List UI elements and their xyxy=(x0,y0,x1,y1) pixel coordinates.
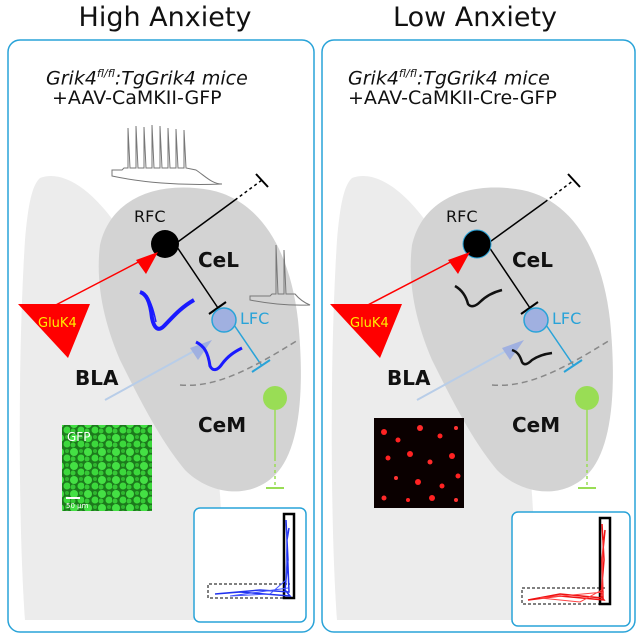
rfc-neuron xyxy=(151,230,179,258)
rfc-lfc-synapse xyxy=(208,301,227,315)
rfc-terminal xyxy=(255,173,269,188)
cell xyxy=(394,476,398,480)
lfc-terminal xyxy=(251,359,271,373)
panel-frame-left xyxy=(7,39,315,633)
cell xyxy=(439,483,445,489)
track-right-2 xyxy=(539,539,605,603)
rfc-firing-trace xyxy=(111,124,223,186)
epsc-trace-rfc xyxy=(454,284,503,308)
behavior-inset-right xyxy=(511,511,631,627)
bla-projection xyxy=(361,255,463,309)
epsc-trace-lfc xyxy=(511,348,553,366)
cell xyxy=(454,426,458,430)
panel-right: GluK4 RFC CeL LFC CeM BLA xyxy=(330,173,631,627)
bla-region xyxy=(331,175,534,620)
lfc-neuron xyxy=(523,307,549,333)
cell xyxy=(455,473,461,479)
cre-micrograph xyxy=(374,418,464,508)
cell xyxy=(437,433,443,439)
mouse-line-left-gene: Grik4 xyxy=(46,67,97,90)
bla-neuron xyxy=(18,304,90,358)
bla-rfc-synapse xyxy=(448,252,470,274)
track-left-2 xyxy=(229,529,289,597)
virus-right: +AAV-CaMKII-Cre-GFP xyxy=(348,87,557,109)
cel-label: CeL xyxy=(198,248,239,272)
gluk4-label: GluK4 xyxy=(38,316,77,331)
cem-label: CeM xyxy=(512,413,560,437)
panel-heading-high-anxiety: High Anxiety xyxy=(78,2,252,33)
rfc-label: RFC xyxy=(134,207,166,226)
epsc-trace-rfc xyxy=(139,290,196,331)
scale-bar-label: 50 µm xyxy=(66,502,89,510)
epsc-trace-lfc xyxy=(195,340,243,372)
lfc-label: LFC xyxy=(552,309,581,328)
mouse-line-left: Grik4fl/fl:TgGrik4 mice xyxy=(46,62,248,90)
epsc-trace-overlay xyxy=(144,293,157,323)
bla-label: BLA xyxy=(75,366,119,390)
cell xyxy=(407,451,413,457)
cem-neuron xyxy=(575,386,599,410)
lfc-axon xyxy=(543,321,575,367)
bla-label: BLA xyxy=(387,366,431,390)
closed-arm-right xyxy=(598,516,612,606)
cell xyxy=(429,495,435,501)
rfc-to-lfc-line xyxy=(486,243,531,309)
cell xyxy=(427,459,433,465)
closed-arm-left xyxy=(282,512,296,600)
lfc-terminal xyxy=(563,359,583,373)
mouse-line-left-sup: fl/fl xyxy=(96,67,115,80)
bla-rfc-synapse xyxy=(136,252,158,274)
mouse-line-right-rest: :TgGrik4 mice xyxy=(416,67,550,90)
rfc-label: RFC xyxy=(446,207,478,226)
gfp-label: GFP xyxy=(67,430,90,444)
mouse-line-right-sup: fl/fl xyxy=(398,67,417,80)
cel-cem-border xyxy=(179,339,299,387)
mouse-line-left-rest: :TgGrik4 mice xyxy=(114,67,248,90)
cell xyxy=(454,498,458,502)
cel-cem-border xyxy=(491,339,611,387)
rfc-terminal xyxy=(567,173,581,188)
cell xyxy=(417,425,423,431)
virus-left: +AAV-CaMKII-GFP xyxy=(52,87,222,109)
lfc-firing-trace xyxy=(249,244,311,306)
cell xyxy=(385,455,391,461)
mouse-line-right-gene: Grik4 xyxy=(348,67,399,90)
lfc-axon xyxy=(231,321,263,367)
rfc-axon xyxy=(174,199,236,245)
cell xyxy=(381,495,387,501)
cem-label: CeM xyxy=(198,413,246,437)
bla-lfc-synapse xyxy=(190,340,212,360)
bla-lfc-projection xyxy=(104,344,206,401)
bla-projection xyxy=(49,255,151,309)
rfc-to-lfc-line xyxy=(174,243,219,309)
rfc-neuron xyxy=(462,229,492,259)
rfc-axon-dashed xyxy=(234,179,263,201)
panel-frame-right xyxy=(321,39,636,633)
panel-left: GluK4 RFC CeL LFC CeM BLA xyxy=(18,124,311,623)
cem-neuron xyxy=(263,386,287,410)
rfc-axon xyxy=(486,201,546,245)
behavior-inset-left xyxy=(193,507,307,623)
cell xyxy=(406,498,410,502)
cell xyxy=(381,429,387,435)
gluk4-label: GluK4 xyxy=(350,316,389,331)
lfc-neuron xyxy=(211,307,237,333)
lfc-label: LFC xyxy=(240,309,269,328)
micrograph-background xyxy=(374,418,464,508)
rfc-axon-dashed xyxy=(544,179,575,203)
mouse-line-right: Grik4fl/fl:TgGrik4 mice xyxy=(348,62,550,90)
gfp-micrograph xyxy=(62,425,152,511)
bla-neuron xyxy=(330,304,402,358)
cell xyxy=(449,453,455,459)
cel-label: CeL xyxy=(512,248,553,272)
panel-heading-low-anxiety: Low Anxiety xyxy=(393,2,557,33)
cell xyxy=(395,437,401,443)
bla-lfc-projection xyxy=(416,344,518,401)
cell xyxy=(415,479,421,485)
rfc-lfc-synapse xyxy=(520,301,539,315)
